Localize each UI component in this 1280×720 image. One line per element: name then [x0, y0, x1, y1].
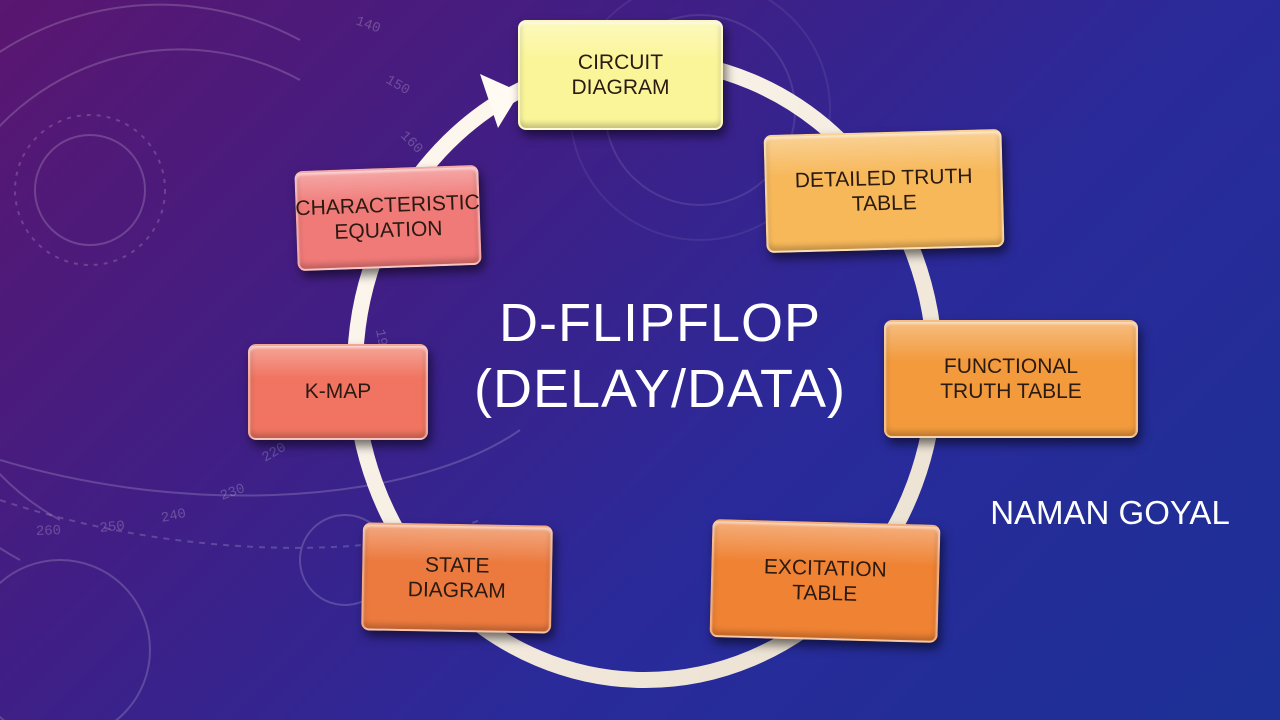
step-functional-truth-table[interactable]: FUNCTIONAL TRUTH TABLE — [884, 320, 1138, 438]
dial-number: 260 — [36, 523, 62, 540]
title-line-1: D-FLIPFLOP — [498, 293, 822, 353]
step-label: CHARACTERISTIC EQUATION — [295, 190, 481, 244]
step-label: EXCITATION TABLE — [763, 555, 888, 606]
step-excitation-table[interactable]: EXCITATION TABLE — [709, 519, 941, 643]
step-label: DETAILED TRUTH TABLE — [794, 164, 973, 216]
step-circuit-diagram[interactable]: CIRCUIT DIAGRAM — [518, 20, 723, 130]
step-label: K-MAP — [304, 380, 372, 404]
step-state-diagram[interactable]: STATE DIAGRAM — [361, 522, 553, 634]
dial-number: 190 — [371, 328, 391, 356]
cycle-arrow-head-icon — [480, 74, 520, 128]
step-label: STATE DIAGRAM — [407, 553, 506, 603]
dial-number: 250 — [99, 518, 126, 537]
step-label: CIRCUIT DIAGRAM — [571, 50, 670, 99]
author-name: NAMAN GOYAL — [990, 494, 1230, 531]
title-line-2: (DELAY/DATA) — [473, 359, 847, 419]
slide-title: D-FLIPFLOP (DELAY/DATA) — [440, 290, 880, 422]
step-detailed-truth-table[interactable]: DETAILED TRUTH TABLE — [763, 128, 1005, 254]
step-characteristic-equation[interactable]: CHARACTERISTIC EQUATION — [294, 164, 482, 272]
dial-number: 240 — [160, 506, 188, 527]
step-k-map[interactable]: K-MAP — [248, 344, 428, 440]
step-label: FUNCTIONAL TRUTH TABLE — [940, 354, 1082, 403]
